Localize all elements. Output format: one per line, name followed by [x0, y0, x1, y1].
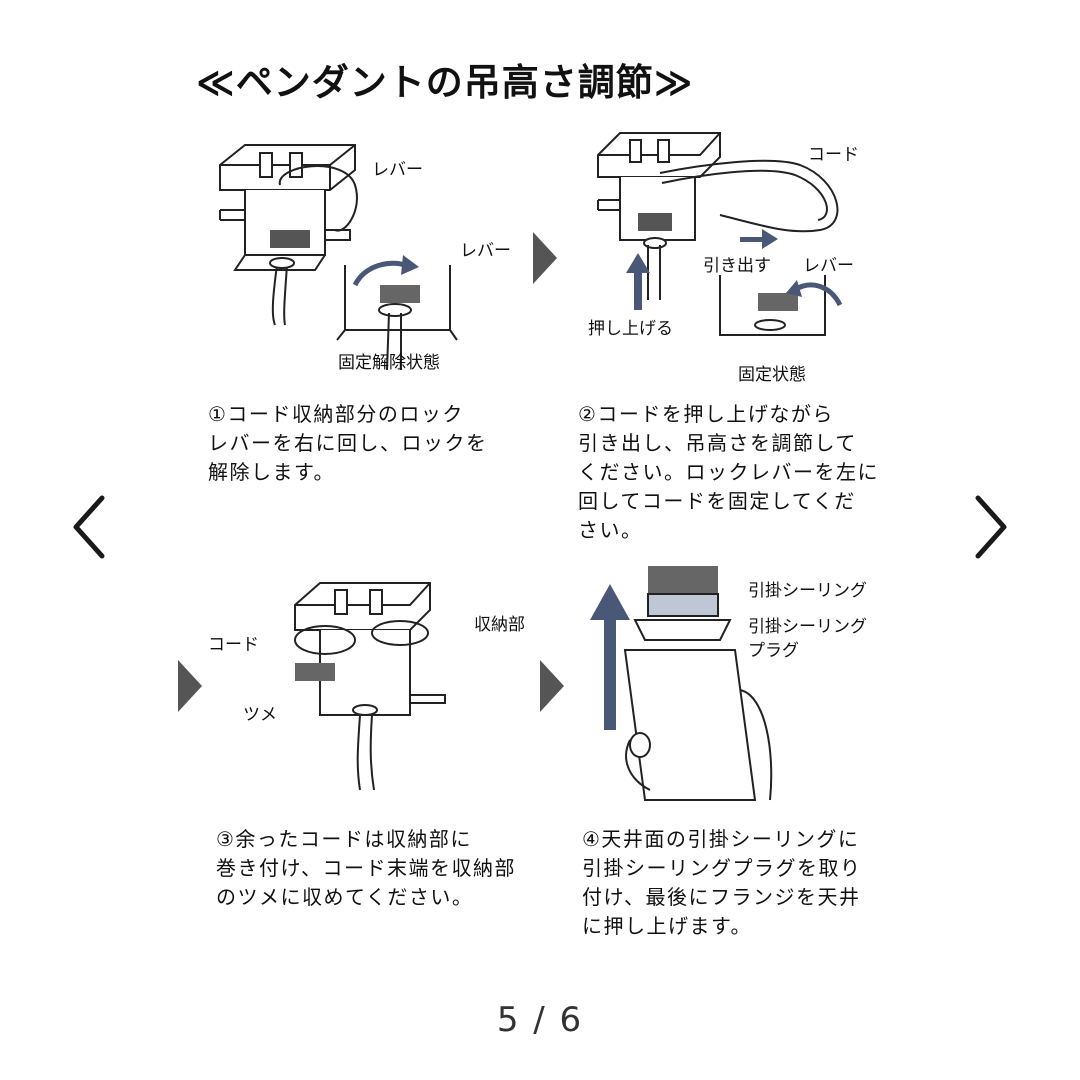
cord-label: コード	[208, 635, 259, 655]
panel2-illustration	[590, 125, 870, 375]
panel1-illustration	[205, 135, 525, 375]
pull-out-label: 引き出す	[703, 256, 771, 276]
storage-label: 収納部	[474, 615, 525, 635]
chevron-left-icon	[73, 495, 105, 559]
panel4-illustration	[590, 560, 790, 805]
state-label: 固定解除状態	[338, 353, 440, 373]
next-image-button[interactable]	[960, 492, 1020, 562]
ceiling-plug-label-2: プラグ	[748, 641, 799, 661]
state-label: 固定状態	[738, 365, 806, 385]
ceiling-rose-label: 引掛シーリング	[748, 581, 867, 601]
panel3-illustration	[280, 575, 480, 805]
claw-label: ツメ	[243, 705, 277, 725]
lever-label: レバー	[372, 160, 423, 180]
cord-label: コード	[808, 145, 859, 165]
step-3-text: ③余ったコードは収納部に 巻き付け、コード末端を収納部 のツメに収めてください。	[216, 827, 516, 909]
step-2-text: ②コードを押し上げながら 引き出し、吊高さを調節して ください。ロックレバーを左…	[578, 402, 879, 542]
step-arrow-icon	[178, 660, 202, 712]
lever-label: レバー	[460, 241, 511, 261]
push-up-label: 押し上げる	[588, 319, 673, 339]
step-arrow-icon	[533, 232, 557, 284]
step-1-text: ①コード収納部分のロック レバーを右に回し、ロックを 解除します。	[208, 402, 488, 484]
page-counter: 5 / 6	[496, 1000, 584, 1040]
page-title: ≪ペンダントの吊高さ調節≫	[196, 61, 694, 104]
ceiling-plug-label: 引掛シーリング	[748, 617, 867, 637]
step-arrow-icon	[540, 660, 564, 712]
lever-label: レバー	[803, 256, 854, 276]
step-4-text: ④天井面の引掛シーリングに 引掛シーリングプラグを取り 付け、最後にフランジを天…	[582, 827, 862, 938]
chevron-right-icon	[975, 495, 1007, 559]
previous-image-button[interactable]	[60, 492, 120, 562]
